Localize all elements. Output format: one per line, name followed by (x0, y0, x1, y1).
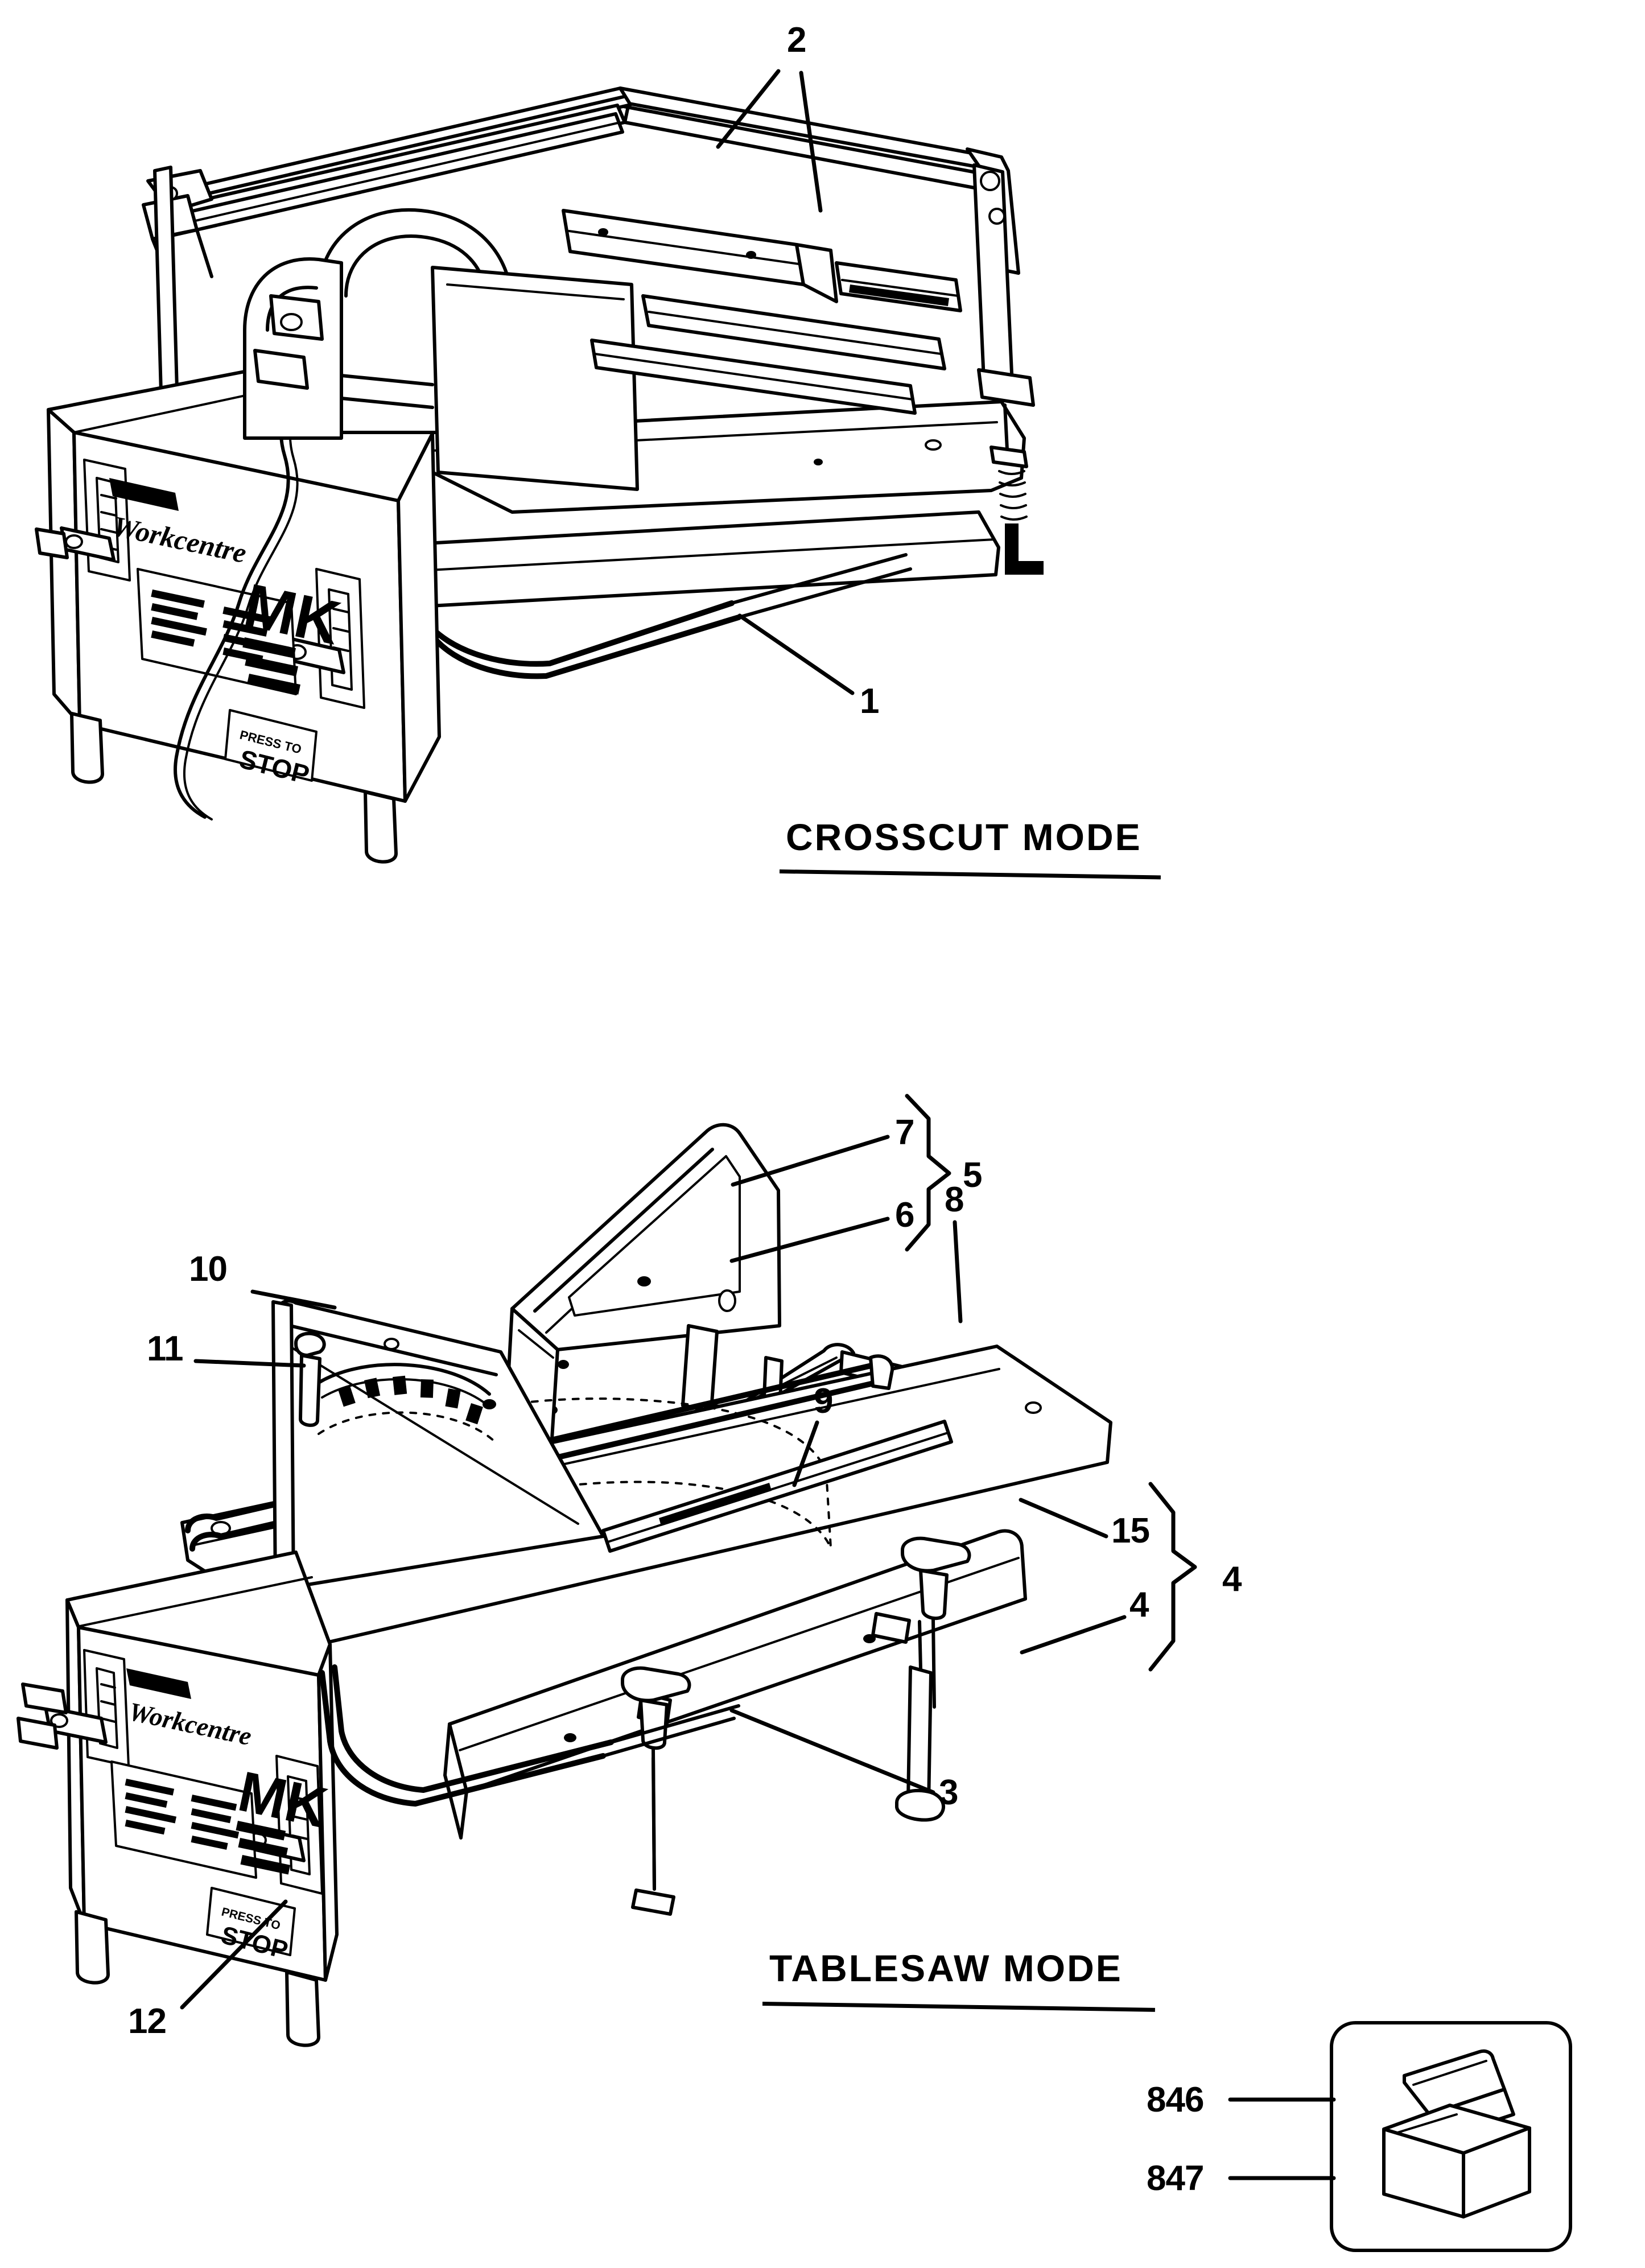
crosscut-right-post (966, 147, 1020, 400)
tablesaw-front-lower-rail (319, 1664, 740, 1807)
tablesaw-right-leg (895, 1620, 945, 1822)
triton-brand-decal (109, 478, 179, 511)
callout-4-outer: 4 (1222, 1560, 1242, 1599)
callout-11: 11 (147, 1329, 184, 1368)
callout-leader-lines (180, 69, 1336, 2180)
brace-group-4 (1148, 1482, 1197, 1672)
blade-guard-assembly (504, 1123, 781, 1458)
callout-8: 8 (945, 1180, 964, 1219)
tablesaw-secondary-rail (601, 1420, 953, 1553)
press-to-stop-button-lower: PRESS TO STOP (206, 1887, 296, 1964)
mitre-fence-assembly (271, 1299, 605, 1595)
crosscut-hold-down-clamp (977, 368, 1044, 575)
crosscut-front-apron (374, 510, 1000, 609)
callout-2: 2 (787, 20, 806, 60)
brace-group-5 (905, 1094, 951, 1252)
callout-7: 7 (895, 1113, 914, 1152)
crosscut-right-scale (835, 261, 962, 312)
crosscut-upper-rails (163, 86, 1000, 237)
callout-12: 12 (128, 2002, 167, 2041)
callout-10: 10 (189, 1250, 228, 1289)
callout-6: 6 (895, 1195, 914, 1235)
crosscut-mode-caption: CROSSCUT MODE (786, 816, 1142, 858)
crosscut-saw-unit (243, 208, 639, 491)
tablesaw-machine-body: Workcentre MK PRESS TO STOP (17, 1551, 339, 2047)
callout-4-inner: 4 (1129, 1585, 1149, 1624)
warning-decal-text-lower (125, 1778, 240, 1850)
callout-5: 5 (963, 1156, 982, 1195)
callout-15: 15 (1111, 1511, 1150, 1551)
callout-846: 846 (1147, 2080, 1204, 2119)
crosscut-mode-illustration: Workcentre MK PRESS TO STOP (35, 86, 1044, 864)
crosscut-fence (562, 209, 838, 303)
tablesaw-knob-right (901, 1536, 971, 1709)
callout-3: 3 (939, 1773, 958, 1812)
callout-braces (905, 1094, 1197, 1672)
accessory-kit-inset (1330, 2021, 1572, 2252)
crosscut-sliding-carriage (590, 294, 946, 415)
tablesaw-mitre-bars (185, 1354, 894, 1552)
triton-brand-decal-lower (126, 1668, 191, 1699)
tablesaw-carriage-bolt (631, 1756, 675, 1916)
callout-1: 1 (860, 682, 879, 721)
tablesaw-mode-illustration: Workcentre MK PRESS TO STOP (17, 1123, 1112, 2047)
callout-9: 9 (814, 1382, 833, 1421)
tablesaw-mode-caption: TABLESAW MODE (769, 1947, 1123, 1989)
callout-847: 847 (1147, 2159, 1204, 2198)
